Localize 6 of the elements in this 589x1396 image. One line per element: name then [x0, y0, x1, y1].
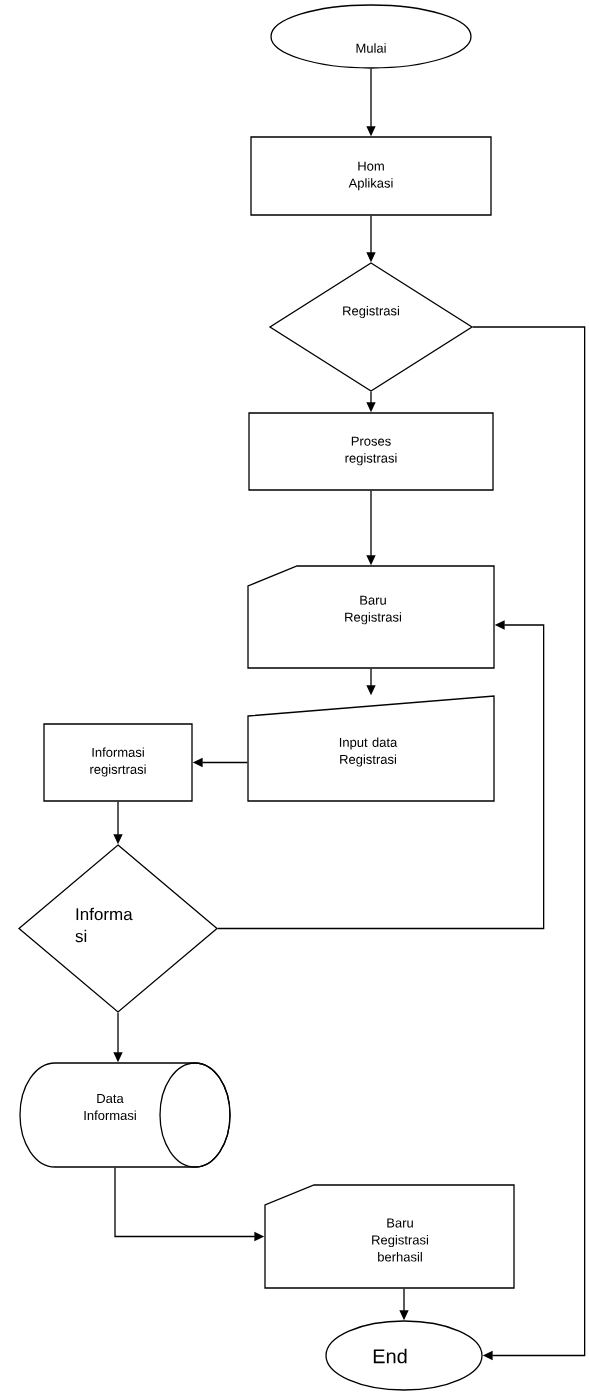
arrow	[217, 620, 545, 930]
arrow	[472, 326, 586, 1361]
process-box: Informasi regisrtrasi	[43, 723, 193, 802]
database-cylinder: Data Informasi	[19, 1062, 231, 1168]
process-box: Hom Aplikasi	[250, 136, 492, 216]
process-box: Proses registrasi	[248, 412, 494, 491]
